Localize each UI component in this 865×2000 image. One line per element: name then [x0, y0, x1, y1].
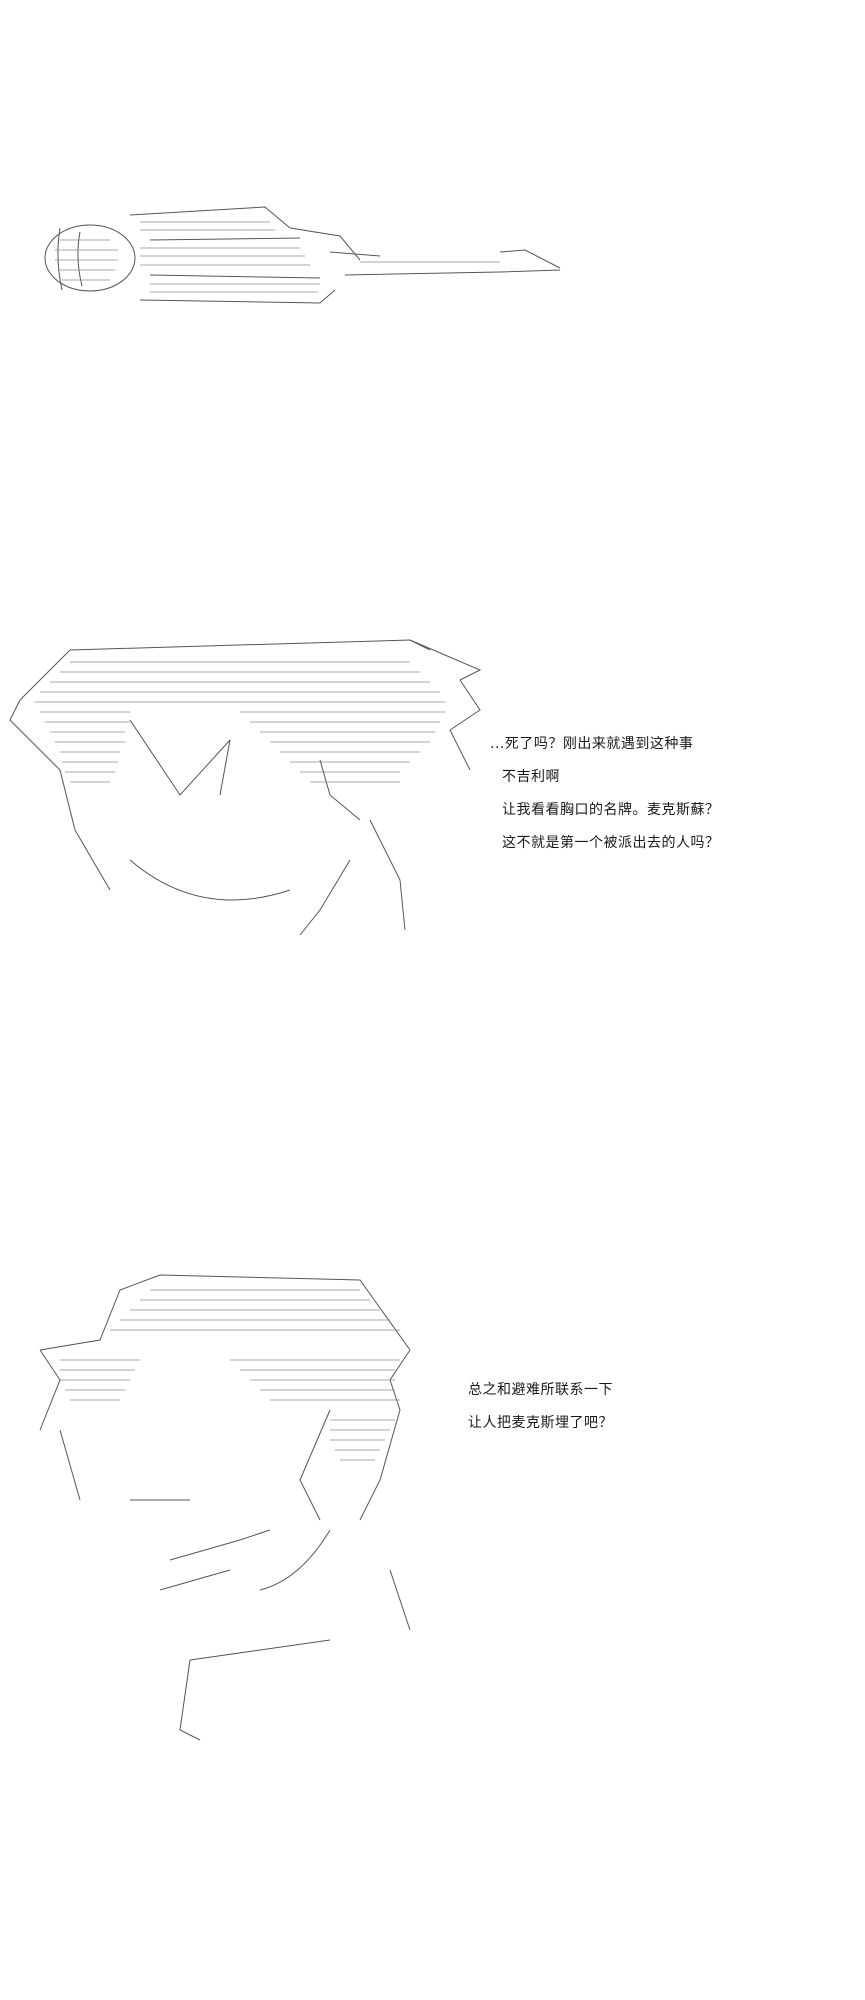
panel-1	[0, 0, 865, 600]
dialog-line: ...死了吗？刚出来就遇到这种事	[490, 736, 694, 752]
hair-shading	[35, 661, 445, 783]
shading	[55, 221, 500, 293]
face-art-1	[9, 639, 482, 936]
panel-3: 总之和避难所联系一下 让人把麦克斯埋了吧？	[0, 1260, 865, 1760]
dialog-line: 这不就是第一个被派出去的人吗？	[502, 835, 720, 851]
dialog-box-2: 总之和避难所联系一下 让人把麦克斯埋了吧？	[468, 1374, 613, 1440]
dialog-line: 让我看看胸口的名牌。麦克斯蘇？	[502, 802, 720, 818]
dialog-line: 不吉利啊	[502, 769, 560, 785]
dialog-line: 总之和避难所联系一下	[468, 1382, 613, 1398]
hair-shading	[60, 1289, 400, 1461]
face-art-2	[39, 1274, 411, 1741]
dialog-box-1: ...死了吗？刚出来就遇到这种事 不吉利啊 让我看看胸口的名牌。麦克斯蘇？ 这不…	[490, 728, 720, 860]
panel-2: ...死了吗？刚出来就遇到这种事 不吉利啊 让我看看胸口的名牌。麦克斯蘇？ 这不…	[0, 620, 865, 1000]
dialog-line: 让人把麦克斯埋了吧？	[468, 1415, 613, 1431]
lying-figure-art	[44, 206, 561, 304]
